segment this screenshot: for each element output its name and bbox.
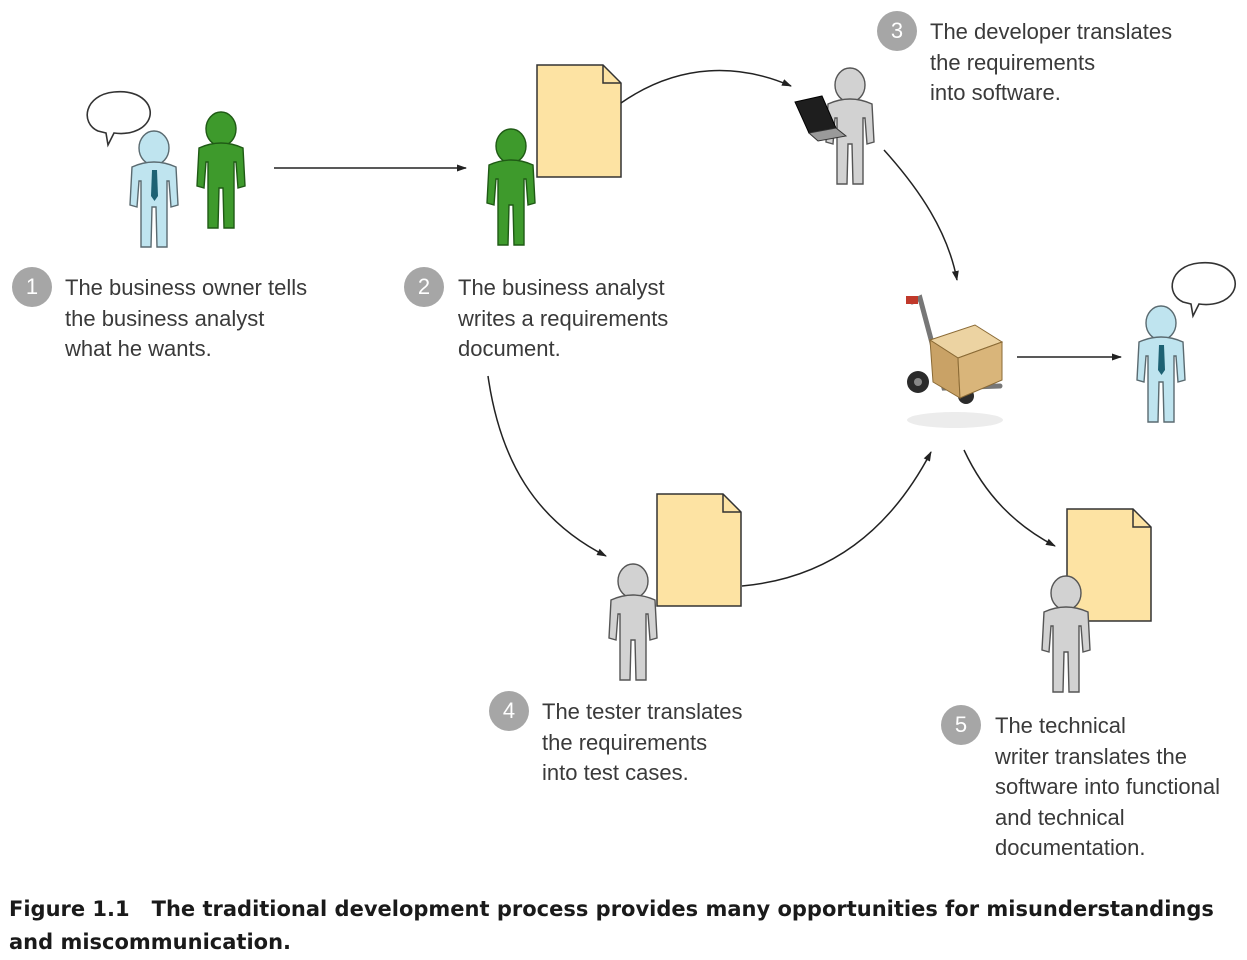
- business-analyst-icon: [196, 111, 246, 229]
- test-cases-document-icon: [656, 493, 742, 607]
- arrow-developer-to-product: [883, 149, 959, 281]
- package-box-icon: [928, 324, 1004, 399]
- arrow-tester-to-product: [741, 451, 932, 587]
- step-3-badge: 3: [877, 11, 917, 51]
- documentation-icon: [1066, 508, 1152, 622]
- arrow-document-to-tester: [487, 375, 607, 557]
- laptop-icon: [794, 95, 848, 142]
- step-4-badge: 4: [489, 691, 529, 731]
- step-2-badge: 2: [404, 267, 444, 307]
- speech-bubble-icon: [86, 90, 152, 146]
- business-owner-receiving-icon: [1136, 305, 1186, 423]
- tester-icon: [608, 563, 658, 681]
- step-1-badge: 1: [12, 267, 52, 307]
- step-4-label: The tester translates the requirements i…: [542, 699, 743, 785]
- arrow-product-to-writer: [963, 449, 1056, 547]
- process-diagram: [86, 64, 1237, 693]
- requirements-document-icon: [536, 64, 622, 178]
- business-owner-icon: [129, 130, 179, 248]
- figure-caption-text: The traditional development process prov…: [9, 897, 1214, 954]
- step-5-label: The technical writer translates the soft…: [995, 713, 1221, 860]
- business-analyst-writing-icon: [486, 128, 536, 246]
- step-3-label: The developer translates the requirement…: [930, 19, 1173, 105]
- speech-bubble-icon: [1171, 261, 1237, 317]
- arrow-document-to-developer: [620, 69, 792, 104]
- figure-number: Figure 1.1: [9, 897, 130, 921]
- step-5-badge: 5: [941, 705, 981, 745]
- step-1-label: The business owner tells the business an…: [65, 275, 308, 361]
- step-2-label: The business analyst writes a requiremen…: [458, 275, 669, 361]
